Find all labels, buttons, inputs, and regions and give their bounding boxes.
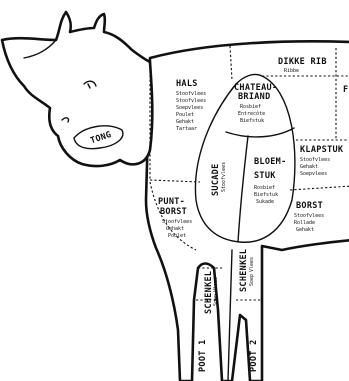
hals-item-2: Stoofvlees [176,98,206,104]
bloemstuk-item-1: Rosbief [254,185,275,191]
klapstuk-item-1: Stoofvlees [300,157,330,163]
bloemstuk-title-2: STUK [254,171,276,181]
bloemstuk-title-1: BLOEM- [254,157,287,167]
poot-1-title: POOT 1 [198,339,208,372]
sucade-item: Stoofvlees [221,162,227,192]
puntborst-item-3: Poulet [168,233,186,239]
puntborst-title-1: PUNT- [158,197,185,207]
klapstuk-item-2: Gehakt [300,164,318,170]
schenkel-2-item-2: Vlees [249,257,255,272]
hals-item-6: Tartaar [176,126,197,132]
dikke-rib-item: Ribbe [284,68,299,74]
chateaubriand-item-3: Biefstuk [240,118,264,124]
poot-2-title: POOT 2 [249,339,259,372]
bloemstuk-item-2: Biefstuk [254,192,278,198]
chateaubriand-item-1: Rosbief [240,104,261,110]
schenkel-2-item-1: Soep [249,274,255,286]
hals-title: HALS [176,79,198,89]
borst-item-1: Stoofvlees [294,213,324,219]
cow-head-outline [2,12,152,166]
hals-item-3: Soepvlees [176,105,203,111]
schenkel-1-item-1: Soep [213,294,219,306]
borst-item-3: Gehakt [296,227,314,233]
hals-item-4: Poulet [176,112,194,118]
borst-item-2: Rollade [294,220,315,226]
partial-edge-label: F [343,85,348,95]
puntborst-item-2: Gehakt [166,226,184,232]
dikke-rib-title: DIKKE RIB [278,57,327,67]
puntborst-item-1: Stoofvlees [162,219,192,225]
borst-title: BORST [296,201,323,211]
hals-item-5: Gehakt [176,119,194,125]
bloemstuk-item-3: Sukade [256,199,274,205]
klapstuk-item-3: Soepvlees [300,171,327,177]
chateaubriand-title-2: BRIAND [238,92,271,102]
klapstuk-title: KLAPSTUK [300,145,344,155]
sucade-title: SUCADE [211,163,221,196]
schenkel-1-item-2: Vlees [213,277,219,292]
chateaubriand-item-2: Entrecôte [238,110,265,117]
schenkel-2-title: SCHENKEL [239,249,249,292]
hals-item-1: Stoofvlees [176,91,206,97]
puntborst-title-2: BORST [160,207,187,217]
